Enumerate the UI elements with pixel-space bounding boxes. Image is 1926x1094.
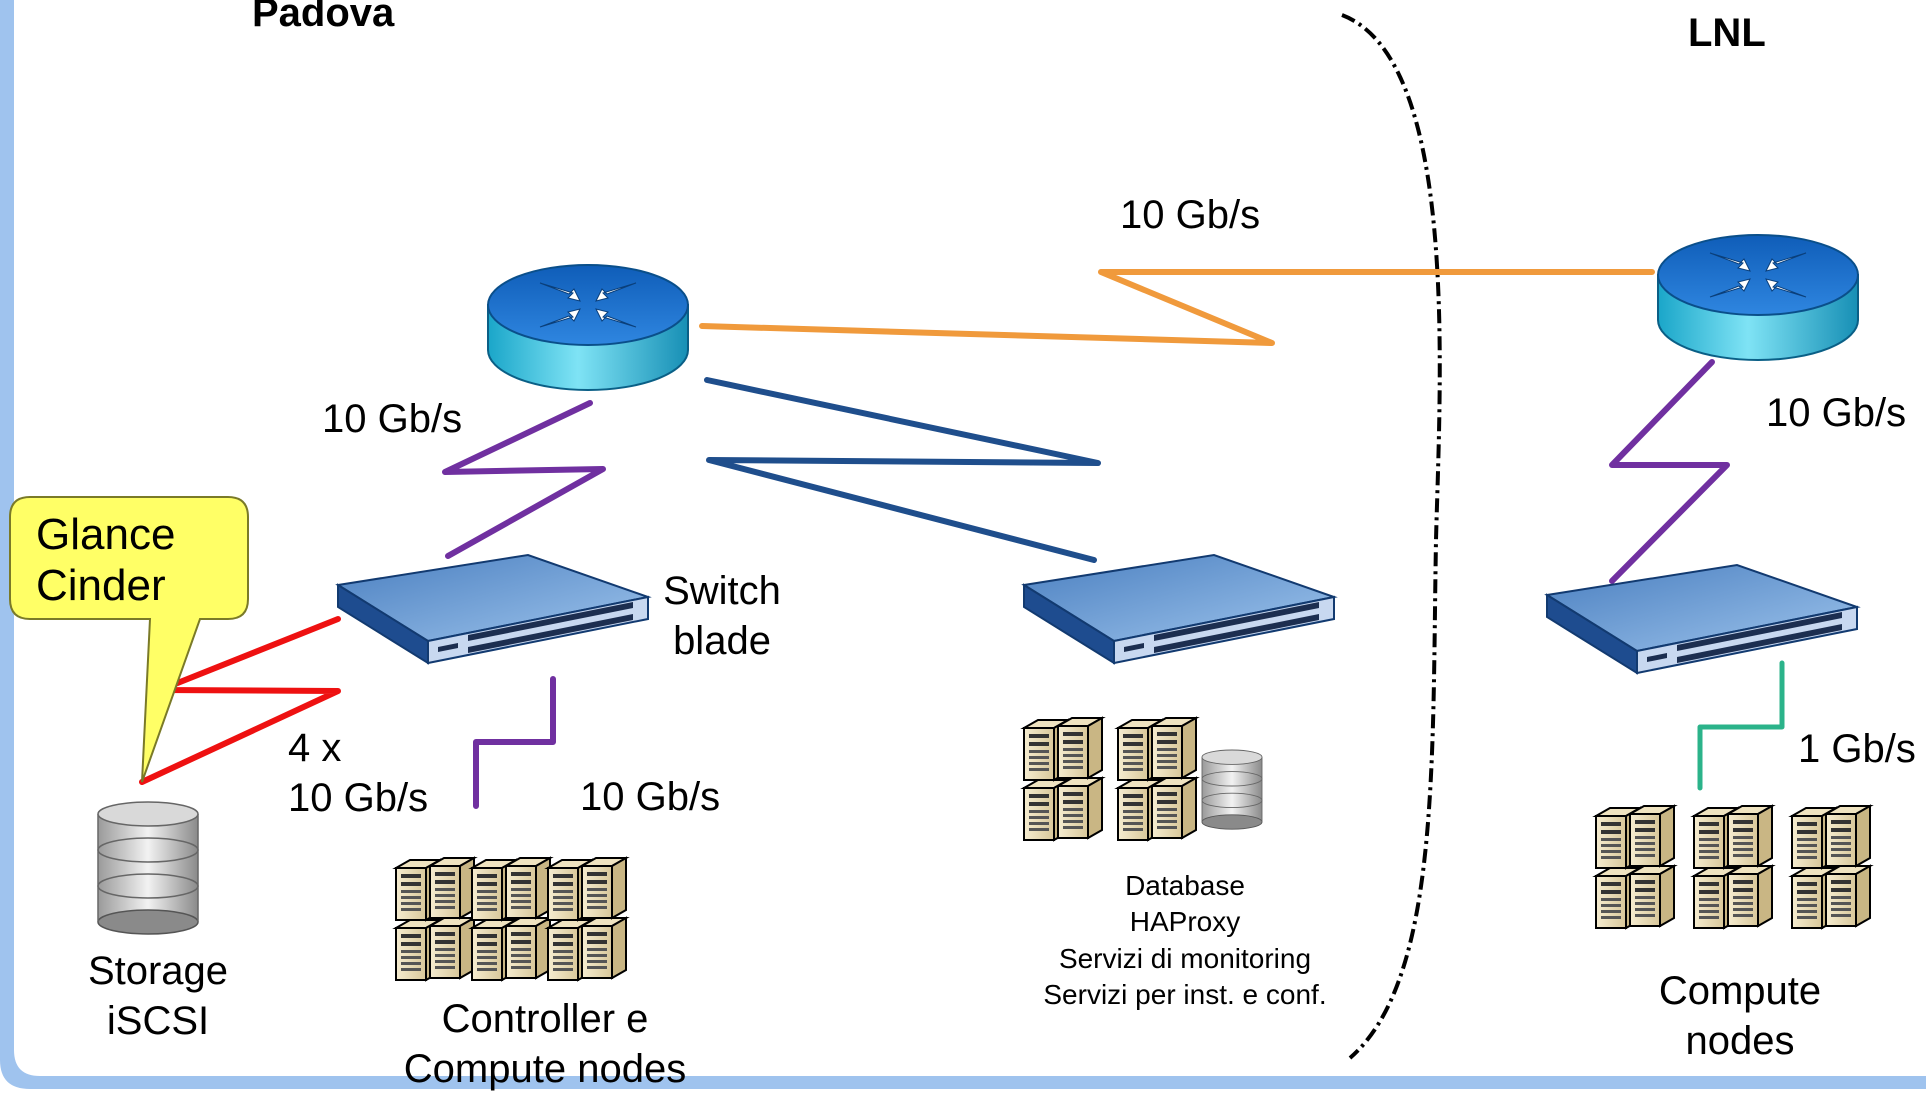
storage-label: Storage iSCSI [78,946,238,1046]
storage-link [139,616,341,785]
callout-line1: Glance [36,510,176,559]
storage-label-line1: Storage [87,949,229,993]
storage-link-speed: 10 Gb/s [288,776,429,820]
lnl-compute-label-line2: nodes [1685,1019,1795,1063]
router-icon [487,264,689,391]
compute-link [473,676,556,809]
storage-link-count: 4 x [288,726,342,770]
services-line: Servizi di monitoring [1058,942,1312,974]
services-line: HAProxy [1129,906,1241,938]
server-icon [1596,806,1870,928]
lnl-uplink [1609,359,1730,584]
disk-stack-icon [1201,749,1263,830]
storage-link-count-label: 4 x 10 Gb/s [288,723,428,823]
lnl-compute-speed-label: 1 Gb/s [1798,727,1916,771]
padova-uplink-speed-label: 10 Gb/s [322,397,463,441]
padova-uplink [442,400,606,559]
wan-link [699,269,1655,346]
callout-bubble [9,496,249,783]
services-label: Database HAProxy Servizi di monitoring S… [1010,868,1360,1014]
wan-speed-label: 10 Gb/s [1120,193,1261,237]
lnl-compute-label: Compute nodes [1640,966,1840,1066]
callout-text: Glance Cinder [6,497,246,619]
site-label-padova: Padova [252,0,395,35]
controller-label: Controller e Compute nodes [385,994,705,1094]
lnl-compute-label-line1: Compute [1658,969,1822,1013]
compute-link-speed-label: 10 Gb/s [580,775,721,819]
core-link [704,377,1101,563]
disk-stack-icon [97,801,199,935]
server-icon [396,858,626,980]
services-line: Servizi per inst. e conf. [1043,979,1327,1011]
switch-blade-line2: blade [673,619,771,663]
site-divider [1341,13,1442,1060]
switch-blade-line1: Switch [663,569,781,613]
site-label-lnl: LNL [1688,11,1766,55]
lnl-compute-link [1697,660,1785,791]
services-line: Database [1125,870,1245,901]
storage-label-line2: iSCSI [106,999,210,1043]
switch-blade-label: Switch blade [652,566,792,666]
controller-label-line1: Controller e [441,997,649,1041]
controller-label-line2: Compute nodes [403,1047,687,1091]
lnl-uplink-speed-label: 10 Gb/s [1766,391,1907,435]
router-icon [1657,234,1859,361]
callout-line2: Cinder [36,561,166,611]
